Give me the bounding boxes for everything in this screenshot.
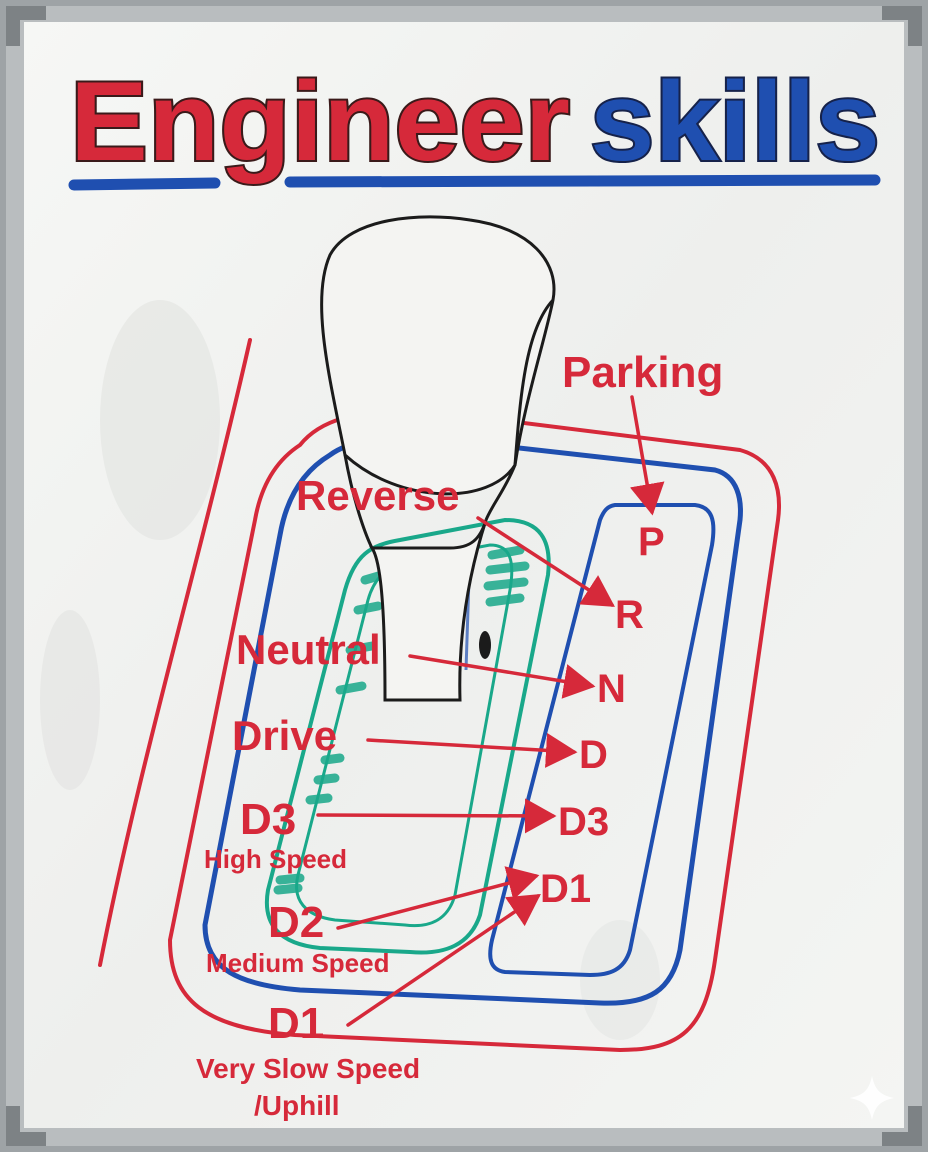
label-d1: D1 [268, 999, 324, 1048]
label-d1-sub-1: Very Slow Speed [196, 1053, 420, 1084]
label-d3: D3 [240, 795, 296, 844]
gear-d1: D1 [540, 867, 591, 911]
gear-r: R [615, 593, 644, 637]
gear-n: N [597, 667, 626, 711]
gear-d3: D3 [558, 800, 609, 844]
title-underline [68, 174, 881, 191]
label-neutral: Neutral [236, 626, 381, 673]
arrow-d3 [316, 798, 557, 834]
outer-red-stroke [98, 338, 252, 967]
label-d3-sub: High Speed [204, 844, 347, 874]
green-hatching [273, 545, 530, 895]
title-word-skills: skills [590, 59, 880, 184]
gear-gate-slot [488, 503, 716, 978]
shift-guide-green [264, 517, 551, 955]
label-d2: D2 [268, 898, 324, 947]
gear-d: D [579, 733, 608, 777]
label-parking: Parking [562, 348, 723, 397]
arrow-neutral [408, 654, 596, 699]
arrow-parking [629, 395, 665, 516]
label-d1-sub-2: /Uphill [254, 1090, 340, 1121]
label-reverse: Reverse [296, 472, 459, 519]
arrow-drive [366, 732, 578, 768]
arrow-d1 [346, 894, 541, 1027]
label-drive: Drive [232, 712, 337, 759]
arrow-d2 [336, 866, 540, 930]
gear-p: P [638, 520, 665, 564]
label-d2-sub: Medium Speed [206, 948, 389, 978]
arrow-reverse [476, 516, 615, 607]
title-word-engineer: Engineer [70, 59, 570, 184]
shift-knob [320, 215, 556, 496]
sparkle-icon [850, 1076, 894, 1120]
shift-shaft [369, 519, 488, 702]
